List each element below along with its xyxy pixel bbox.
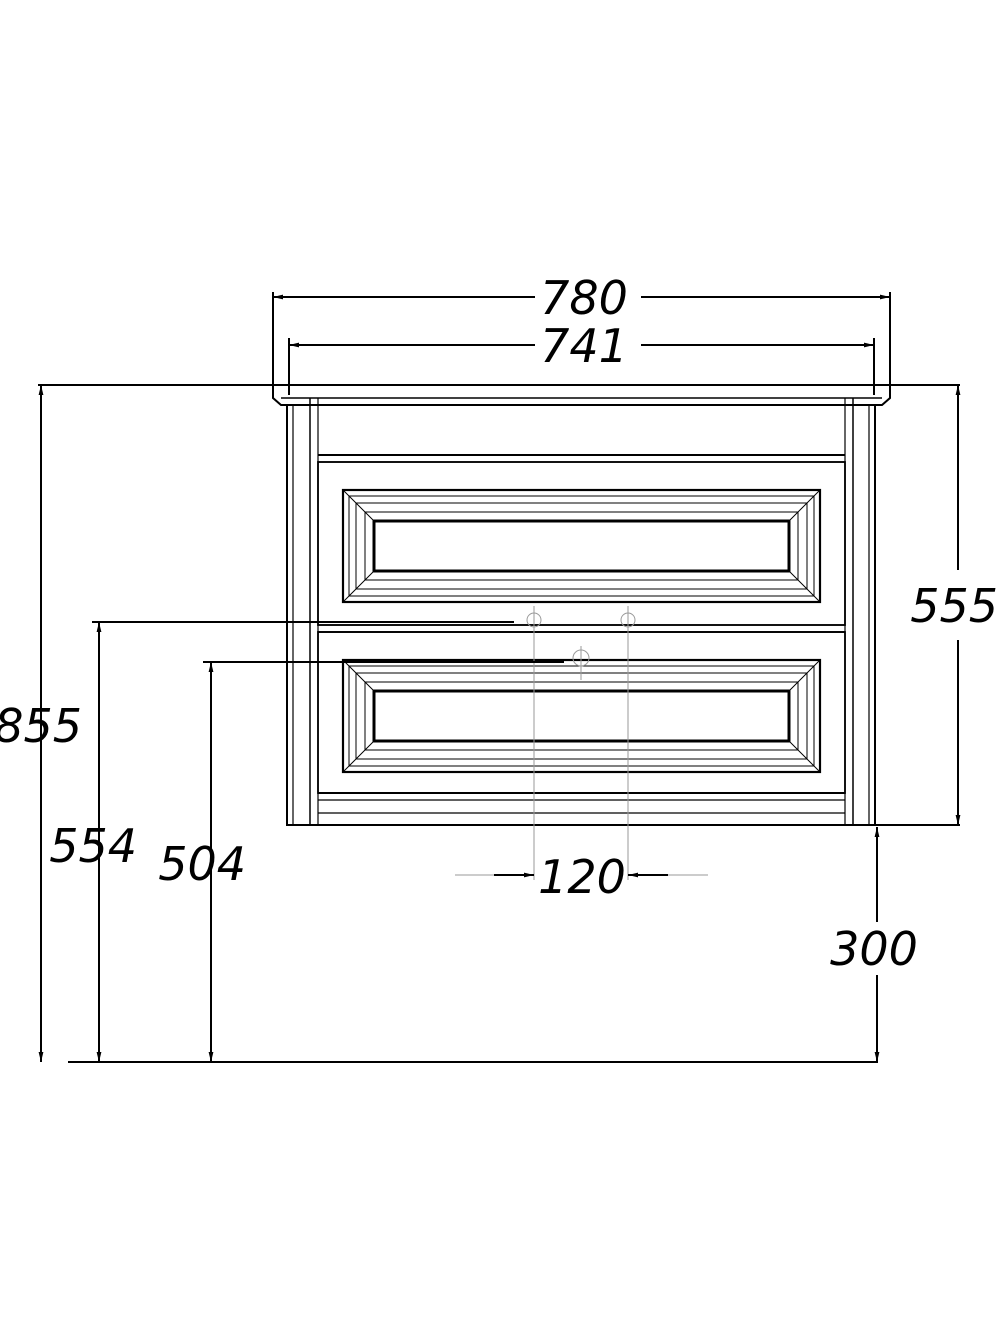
upper-drawer xyxy=(317,461,846,626)
cabinet-body xyxy=(286,404,876,826)
label-741: 741 xyxy=(540,319,628,373)
label-780: 780 xyxy=(540,271,628,325)
label-555: 555 xyxy=(910,579,998,633)
label-855: 855 xyxy=(0,699,82,753)
label-300: 300 xyxy=(830,922,918,976)
label-120: 120 xyxy=(538,850,626,904)
countertop xyxy=(272,384,891,406)
lower-drawer xyxy=(317,631,846,794)
dimension-lines xyxy=(38,292,961,1063)
label-504: 504 xyxy=(158,837,246,891)
label-554: 554 xyxy=(49,819,137,873)
pipe-centerlines xyxy=(455,606,708,880)
dimension-labels: 780 741 555 855 554 504 120 300 xyxy=(0,271,998,976)
